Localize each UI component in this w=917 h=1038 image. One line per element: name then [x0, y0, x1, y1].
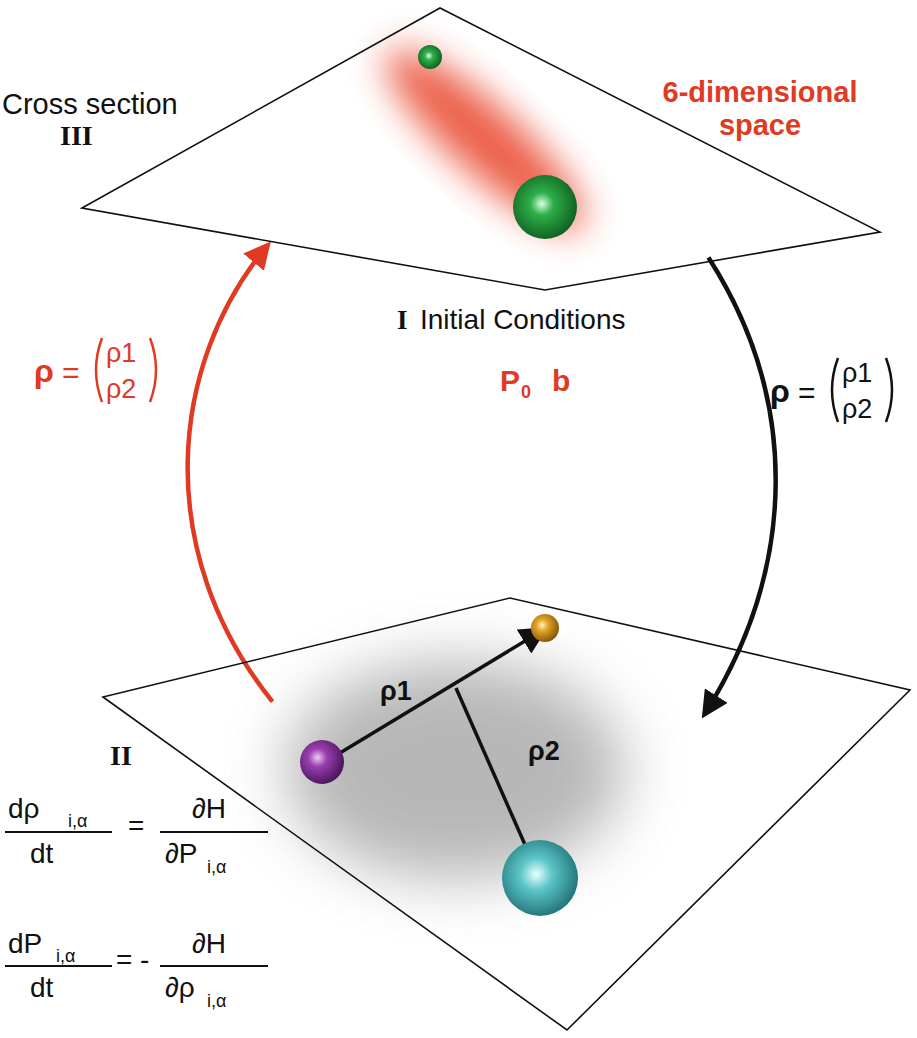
fraction-bar — [160, 965, 268, 967]
space-label: 6-dimensional space — [650, 76, 870, 143]
variable: P — [500, 366, 520, 396]
equals: = — [798, 378, 816, 408]
equation-term: dρ — [8, 795, 40, 823]
subscript: i,α — [207, 992, 226, 1010]
green-sphere — [418, 45, 442, 69]
subscript: i,α — [68, 812, 87, 830]
equation-term: dt — [30, 840, 53, 868]
curved-arrow — [188, 245, 273, 702]
equation-term: ∂P — [165, 840, 198, 868]
minus: - — [140, 946, 149, 974]
bracket — [886, 358, 892, 422]
roman-numeral: II — [110, 742, 132, 770]
roman-numeral: III — [60, 122, 93, 150]
subscript: 0 — [521, 383, 531, 401]
curved-arrow — [704, 258, 775, 715]
vector-label: ρ2 — [528, 738, 560, 765]
edge-label: ρ — [34, 355, 54, 387]
vector-component: ρ2 — [106, 376, 136, 403]
equals: = — [116, 946, 132, 974]
cyan-sphere — [502, 840, 578, 916]
green-sphere — [513, 175, 577, 239]
vector-label: ρ1 — [380, 678, 412, 705]
equation-term: ∂H — [192, 930, 226, 958]
subscript: i,α — [56, 947, 75, 965]
equation-term: dt — [30, 974, 53, 1002]
bracket — [96, 338, 102, 402]
edge-label: ρ — [770, 375, 790, 407]
stage-label: Initial Conditions — [420, 306, 625, 334]
subscript: i,α — [207, 858, 226, 876]
plane-outline — [82, 8, 880, 290]
roman-numeral: I — [397, 307, 408, 334]
vector-arrow — [325, 638, 530, 762]
fraction-bar — [5, 831, 112, 833]
bracket — [832, 358, 838, 422]
purple-sphere — [300, 740, 344, 784]
orange-sphere — [531, 614, 559, 642]
plane-title: Cross section — [2, 90, 178, 119]
fraction-bar — [5, 965, 112, 967]
plane-outline — [82, 8, 880, 290]
vector-component: ρ1 — [106, 340, 136, 367]
vector-arrow — [456, 688, 530, 856]
grey-shadow — [285, 660, 625, 880]
fraction-bar — [160, 831, 268, 833]
equals: = — [62, 358, 80, 388]
vector-component: ρ1 — [842, 360, 872, 387]
red-glow — [366, 28, 605, 253]
equation-term: dP — [8, 930, 42, 958]
equation-term: ∂H — [192, 795, 226, 823]
variable: b — [552, 366, 570, 396]
plane-outline — [103, 598, 910, 1030]
bracket — [150, 338, 156, 402]
equation-term: ∂ρ — [165, 974, 195, 1002]
vector-component: ρ2 — [842, 396, 872, 423]
equals: = — [128, 812, 144, 840]
cross-section-plane: Cross sectionIII6-dimensional space — [82, 8, 880, 290]
